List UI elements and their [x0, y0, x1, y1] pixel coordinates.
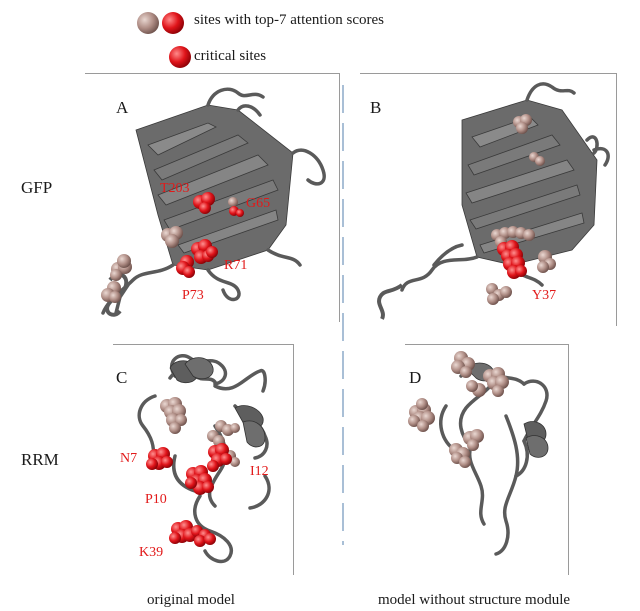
site-label-k39: K39	[139, 545, 164, 560]
row-label-rrm: RRM	[21, 450, 59, 469]
legend: sites with top-7 attention scores critic…	[135, 8, 435, 72]
panel-c-structure	[137, 354, 271, 564]
panel-d-frame	[405, 344, 569, 575]
critical-swatch-icon	[169, 46, 191, 68]
legend-critical-label: critical sites	[194, 48, 267, 64]
site-label-y37: Y37	[532, 288, 557, 303]
caption-original-model: original model	[147, 592, 235, 608]
top7-spheres	[101, 197, 238, 303]
panel-label-b: B	[370, 98, 382, 117]
site-label-t203: T203	[160, 181, 190, 196]
panel-a-structure	[101, 87, 326, 317]
panel-a-frame	[85, 73, 340, 322]
caption-model-without-structure: model without structure module	[378, 592, 571, 608]
panel-label-d: D	[409, 368, 422, 387]
top7-swatch-icon	[137, 12, 184, 34]
site-label-p10: P10	[145, 492, 167, 507]
site-label-i12: I12	[250, 464, 269, 479]
panel-label-a: A	[116, 98, 129, 117]
panel-c-frame	[113, 344, 294, 575]
row-label-gfp: GFP	[21, 178, 53, 197]
critical-spheres	[176, 192, 244, 278]
site-label-p73: P73	[182, 288, 204, 303]
legend-top7-label: sites with top-7 attention scores	[194, 12, 384, 28]
panel-d-structure	[408, 351, 549, 556]
panel-b-frame	[360, 73, 617, 326]
site-label-n7: N7	[120, 451, 138, 466]
panel-label-c: C	[116, 368, 128, 387]
site-label-g65: G65	[246, 196, 271, 211]
divider-dashed-line	[342, 85, 344, 545]
site-label-r71: R71	[224, 258, 248, 273]
panel-b-structure	[377, 82, 610, 320]
